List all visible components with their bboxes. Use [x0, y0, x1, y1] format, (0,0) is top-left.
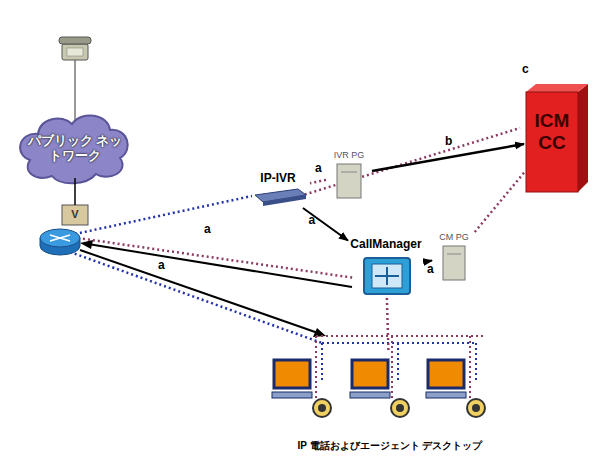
connector: [424, 261, 432, 262]
network-cloud: [20, 115, 128, 183]
pg-server-node: IVR PG: [326, 150, 372, 200]
path-letter: a: [158, 258, 165, 272]
network-cloud-label: パブリック ネットワーク: [22, 124, 128, 178]
server-side: [578, 84, 588, 192]
callout-letter: c: [522, 62, 529, 76]
server-tower: [443, 246, 465, 280]
call-path: [80, 250, 318, 333]
node-label: CallManager: [348, 238, 424, 252]
node-label: V: [62, 208, 88, 221]
lan-wiring: [316, 336, 484, 400]
ivr-device: [263, 195, 306, 206]
path-letter: a: [315, 161, 322, 175]
arrow-head: [80, 240, 93, 249]
callmanager-node: CallManager: [348, 238, 424, 298]
voice-path: [70, 252, 322, 343]
path-letter: b: [445, 134, 452, 148]
ivr-node: IP-IVR: [246, 172, 310, 208]
icm-server-node: ICM CC: [524, 84, 580, 194]
connector: [74, 178, 76, 205]
server-top: [526, 84, 588, 92]
node-label: IP 電話およびエージェント デスクトップ: [240, 440, 540, 452]
path-letter: a: [204, 222, 211, 236]
gateway-node: V: [62, 205, 88, 225]
gateway-box: [62, 205, 88, 225]
voice-path: [75, 196, 252, 234]
node-label: IVR PG: [326, 150, 372, 160]
path-letter: a: [427, 262, 434, 276]
path-letter: a: [308, 213, 315, 227]
agent-group: IP 電話およびエージェント デスクトップ: [240, 352, 540, 456]
node-label: パブリック ネットワーク: [22, 134, 128, 164]
callmanager-face: [372, 264, 402, 288]
signal-path: [78, 238, 355, 278]
callmanager-icon: [364, 258, 410, 294]
arrow-head: [313, 328, 326, 337]
telephone-icon: [59, 37, 91, 124]
node-label: ICM CC: [524, 110, 580, 154]
node-label: IP-IVR: [246, 172, 310, 186]
signal-path: [300, 128, 520, 196]
connector: [475, 173, 524, 232]
pg-server-node: CM PG: [432, 232, 476, 282]
connector: [310, 180, 326, 183]
router-icon: [40, 229, 80, 255]
server-slot: [447, 254, 461, 255]
connector: [303, 208, 348, 241]
server-tower: [337, 164, 361, 198]
node-label: CM PG: [432, 232, 476, 242]
agent-desktops: [272, 360, 485, 417]
server-slot: [341, 172, 357, 173]
callmanager-arrows: [375, 267, 399, 285]
call-path: [88, 244, 352, 287]
connector: [387, 298, 389, 352]
